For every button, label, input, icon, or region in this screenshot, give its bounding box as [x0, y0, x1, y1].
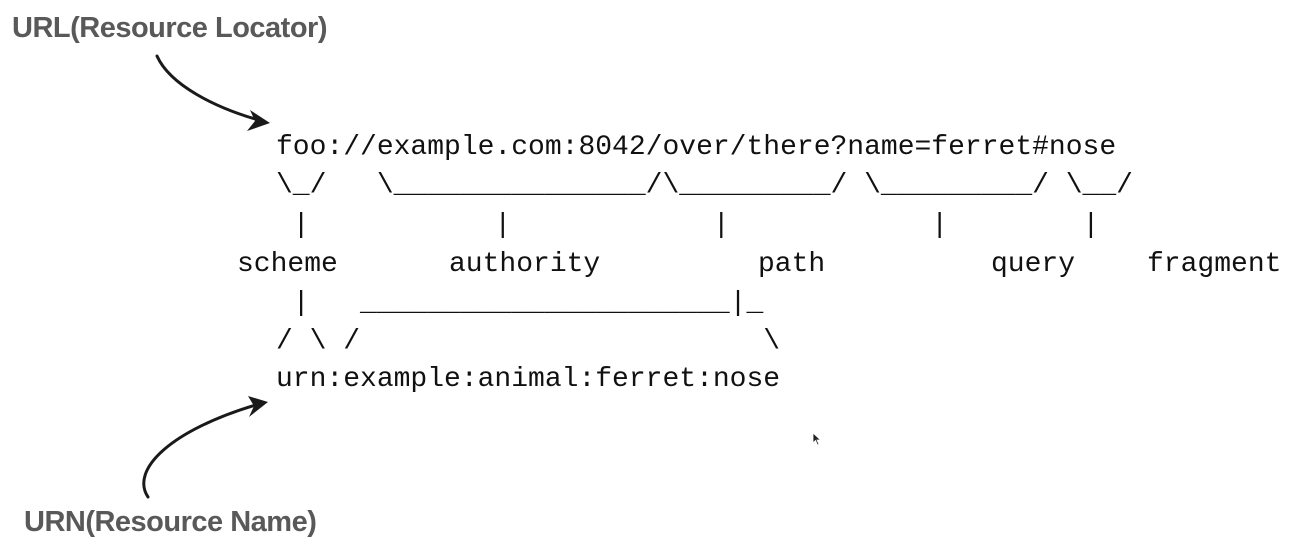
- urn-arrow-icon: [142, 396, 268, 499]
- scheme-label: scheme: [237, 249, 338, 280]
- url-callout-label: URL(Resource Locator): [12, 12, 328, 44]
- urn-string: urn:example:animal:ferret:nose: [276, 364, 781, 395]
- mouse-pointer-icon: [812, 432, 822, 446]
- urn-callout-label: URN(Resource Name): [24, 506, 317, 538]
- component-brackets: \_/ \_______________/\_________/ \______…: [276, 170, 1133, 201]
- path-label: path: [758, 249, 826, 280]
- fragment-label: fragment: [1147, 249, 1282, 280]
- url-arrow-icon: [155, 54, 270, 131]
- urn-connector-top: | ______________________|_: [276, 288, 764, 319]
- url-string: foo://example.com:8042/over/there?name=f…: [276, 132, 1117, 163]
- urn-connector-bottom: / \ / \: [276, 326, 781, 357]
- query-label: query: [991, 249, 1076, 280]
- authority-label: authority: [449, 249, 601, 280]
- component-pipes: | | | | |: [276, 210, 1100, 241]
